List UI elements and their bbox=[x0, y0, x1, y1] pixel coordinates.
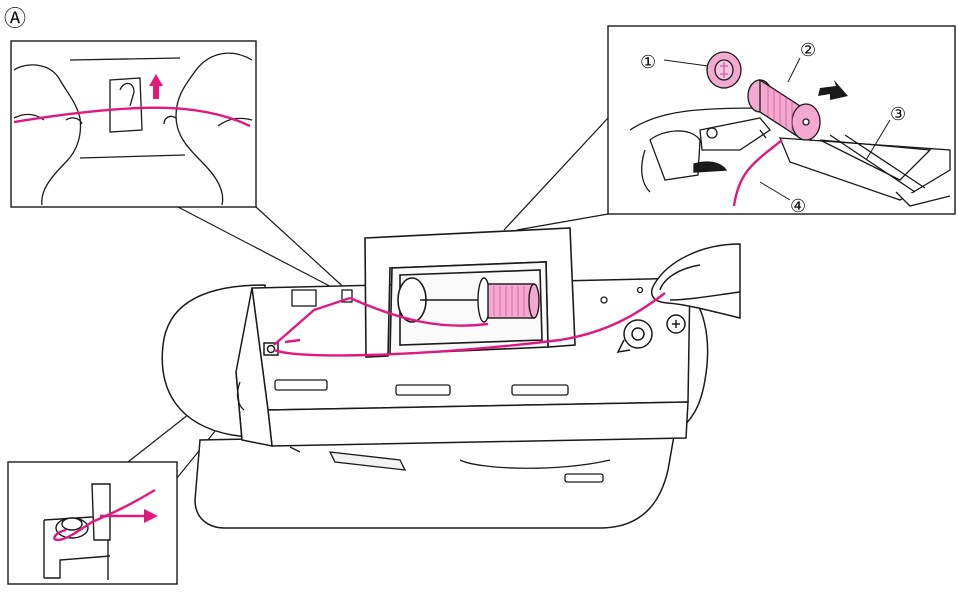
spool-holder-frame bbox=[365, 228, 575, 357]
spool-cap bbox=[707, 52, 741, 88]
inset-top-left bbox=[11, 41, 256, 207]
callout-4: ④ bbox=[790, 196, 806, 217]
figure-marker: Ⓐ bbox=[4, 7, 26, 32]
callout-2: ② bbox=[800, 40, 816, 61]
callout-3: ③ bbox=[890, 104, 906, 125]
inset-top-right: ① ② ③ ④ bbox=[608, 26, 955, 217]
inset-bottom-left bbox=[8, 462, 177, 584]
callout-1: ① bbox=[640, 52, 656, 73]
